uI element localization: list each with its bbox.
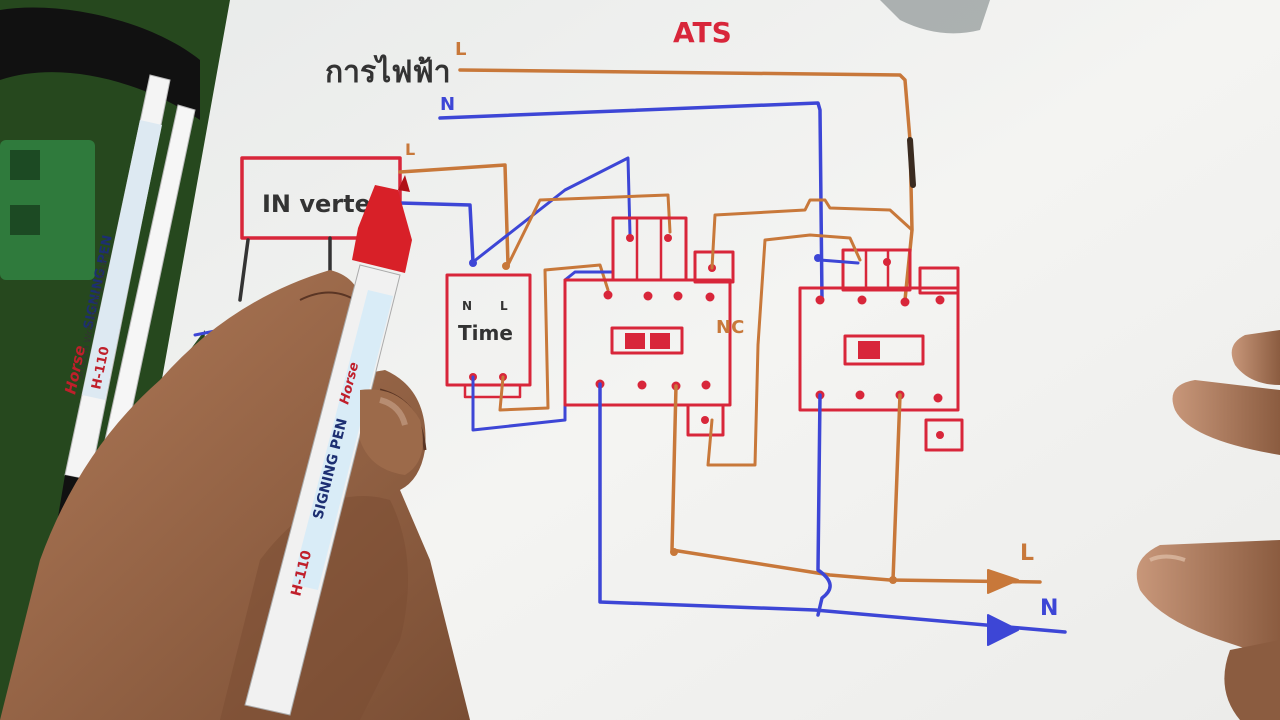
output-phase-wire: [670, 384, 1042, 584]
paper-sheet: [160, 0, 1280, 720]
timer-label: Time: [458, 321, 513, 345]
grid-label: การไฟฟ้า: [325, 54, 451, 90]
timer-l-label: L: [500, 299, 508, 313]
output-l-label: L: [1020, 541, 1034, 566]
timer-n-label: N: [462, 299, 472, 313]
output-l-arrow: [987, 569, 1019, 594]
gray-object: [880, 0, 990, 34]
inverter-neutral-wire: [398, 201, 475, 264]
output-n-label: N: [1040, 596, 1058, 621]
pen-in-hand: H-110 SIGNING PEN Horse: [244, 175, 412, 716]
inverter-l-label: L: [405, 140, 415, 159]
grid-n-label: N: [440, 94, 455, 115]
output-n-arrow: [987, 614, 1019, 646]
inverter-phase-wire: [398, 163, 510, 267]
right-hand: [1136, 330, 1280, 720]
ats-title: ATS: [673, 16, 732, 49]
wiring-diagram: การไฟฟ้า L N ATS IN verter L N L Time: [193, 16, 1067, 646]
left-thumb: [360, 389, 423, 475]
grid-neutral-wire: [438, 101, 824, 302]
nc-label: NC: [716, 317, 744, 338]
contactor-2: [798, 286, 960, 412]
grid-phase-wire: [458, 68, 914, 302]
output-neutral-wire: [598, 382, 1067, 634]
grid-l-label: L: [455, 39, 466, 60]
inverter-label: IN verter: [262, 190, 383, 218]
